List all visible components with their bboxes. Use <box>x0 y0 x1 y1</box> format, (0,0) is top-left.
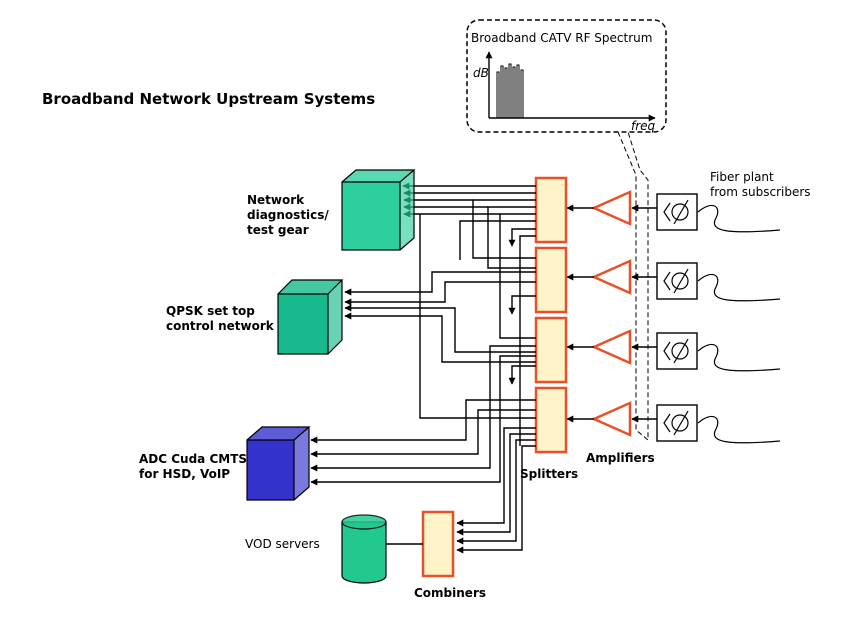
amplifier <box>590 401 632 437</box>
qpsk-box <box>277 279 344 355</box>
fiber-label-line1: Fiber plant <box>710 170 774 184</box>
optical-receivers <box>656 193 698 442</box>
combiners-label: Combiners <box>414 586 486 600</box>
qpsk-label-line2: control network <box>166 319 275 333</box>
rf-spectrum-inset: Broadband CATV RF Spectrum dB freq <box>466 19 667 442</box>
spectrum-title: Broadband CATV RF Spectrum <box>471 31 652 45</box>
vod-server-cylinder <box>341 514 387 584</box>
spectrum-signal <box>496 63 524 118</box>
wiring-to-network-diagnostics <box>402 182 536 419</box>
splitters-label: Splitters <box>520 467 578 481</box>
optical-receiver <box>656 332 698 370</box>
network-diagnostics-box <box>341 169 416 251</box>
spectrum-x-label: freq <box>631 119 656 133</box>
wiring-to-qpsk <box>344 271 536 385</box>
network-label-line1: Network <box>247 193 305 207</box>
network-label-line3: test gear <box>247 223 309 237</box>
optical-receiver <box>656 404 698 442</box>
amplifiers-label: Amplifiers <box>586 451 655 465</box>
diagram-title: Broadband Network Upstream Systems <box>42 90 375 108</box>
receiver-to-amp-arrows <box>631 204 657 423</box>
fiber-lines <box>697 204 781 444</box>
amplifiers <box>590 190 632 437</box>
amplifier <box>590 190 632 226</box>
optical-receiver <box>656 262 698 300</box>
qpsk-label-line1: QPSK set top <box>166 304 255 318</box>
splitter <box>534 176 568 244</box>
spectrum-y-label: dB <box>473 66 489 80</box>
fiber-line <box>697 415 781 444</box>
fiber-line <box>697 343 781 372</box>
optical-receiver <box>656 193 698 231</box>
cmts-label-line1: ADC Cuda CMTS <box>139 452 247 466</box>
fiber-line <box>697 204 781 233</box>
amplifier <box>590 259 632 295</box>
cmts-label-line2: for HSD, VoIP <box>139 467 230 481</box>
wiring-to-combiner <box>456 235 536 554</box>
wiring-to-cmts <box>310 345 536 486</box>
splitter <box>534 316 568 384</box>
amp-to-splitter-arrows <box>566 204 594 423</box>
splitters <box>534 176 568 454</box>
cmts-box <box>246 426 311 501</box>
fiber-label-line2: from subscribers <box>710 185 811 199</box>
splitter <box>534 246 568 314</box>
combiner <box>421 510 455 578</box>
network-label-line2: diagnostics/ <box>247 208 329 222</box>
vod-label: VOD servers <box>245 537 320 551</box>
amplifier <box>590 329 632 365</box>
fiber-line <box>697 273 781 302</box>
splitter <box>534 386 568 454</box>
